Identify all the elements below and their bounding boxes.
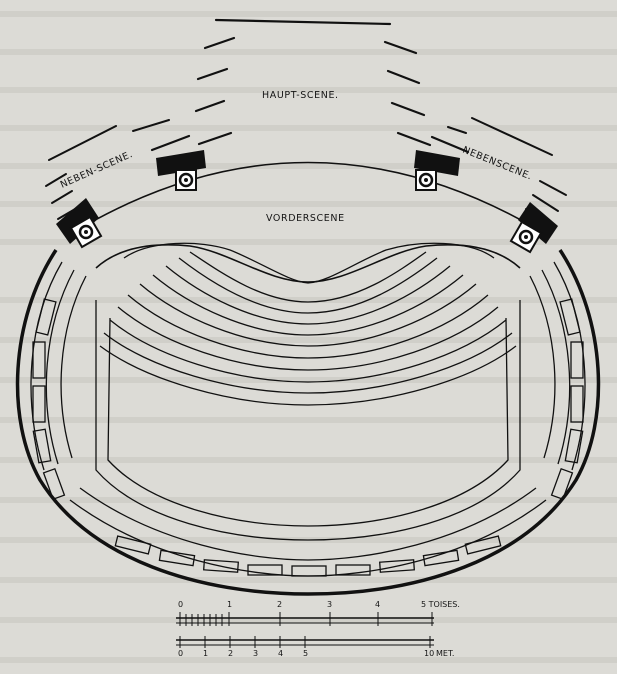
- toise-unit-label: 5 TOISES.: [421, 600, 460, 609]
- meter-tick-10: 10: [424, 649, 434, 658]
- outer-wall: [15, 249, 601, 596]
- left-boxes: [32, 298, 66, 501]
- toise-tick-1: 1: [227, 600, 232, 609]
- meter-unit-label: MET.: [436, 649, 454, 658]
- stage-pillar-right-inner: [414, 150, 460, 191]
- meter-tick-3: 3: [253, 649, 258, 658]
- stalls-seating-rows: [95, 242, 521, 541]
- meter-tick-2: 2: [228, 649, 233, 658]
- proscenium-arc: [85, 161, 531, 226]
- right-boxes: [550, 298, 584, 501]
- rear-boxes: [114, 535, 502, 577]
- toise-tick-3: 3: [327, 600, 332, 609]
- scale-bar-meters: 0 1 2 3 4 5 10 MET.: [176, 636, 454, 658]
- stage-pillar-left-outer: [56, 198, 103, 249]
- meter-tick-4: 4: [278, 649, 283, 658]
- forestage-label: VORDERSCENE: [266, 213, 345, 224]
- meter-tick-0: 0: [178, 649, 183, 658]
- scale-bar-toises: 0 1 2 3 4 5 TOISES.: [176, 600, 460, 626]
- main-stage-flats: [150, 18, 470, 154]
- stage-pillar-left-inner: [156, 150, 206, 191]
- stalls-boundary: [95, 244, 521, 283]
- meter-tick-5: 5: [303, 649, 308, 658]
- stage-pillar-right-outer: [509, 202, 558, 254]
- side-galleries: [30, 261, 586, 471]
- toise-tick-4: 4: [375, 600, 380, 609]
- main-stage-label: HAUPT-SCENE.: [262, 90, 339, 101]
- toise-tick-2: 2: [277, 600, 282, 609]
- meter-tick-1: 1: [203, 649, 208, 658]
- toise-tick-0: 0: [178, 600, 183, 609]
